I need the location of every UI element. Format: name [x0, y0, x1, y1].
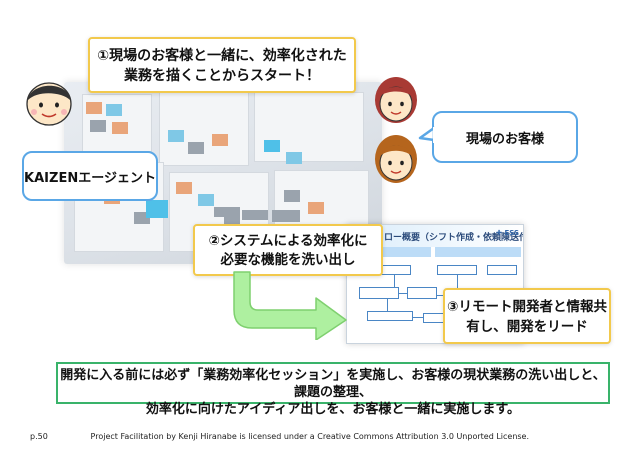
sticky-note: [168, 130, 184, 142]
sticky-note: [264, 140, 280, 152]
step3-callout: ③リモート開発者と情報共 有し、開発をリード: [443, 288, 611, 344]
paper-sheet: [159, 86, 249, 166]
flow-connector: [413, 317, 423, 318]
sticky-note: [146, 200, 168, 218]
summary-line1: 開発に入る前には必ず「業務効率化セッション」を実施し、お客様の現状業務の洗い出し…: [60, 368, 606, 400]
sticky-note: [106, 104, 122, 116]
doc-lane-header: [435, 247, 521, 257]
step1-line1: ①現場のお客様と一緒に、効率化された: [97, 48, 347, 64]
flow-connector: [437, 295, 447, 296]
step2-line2: 必要な機能を洗い出し: [220, 252, 356, 268]
flow-box: [367, 311, 413, 321]
customer-avatar-2: [372, 132, 420, 186]
agent-speech-bubble: KAIZENエージェント: [22, 151, 158, 201]
summary-line2: 効率化に向けたアイディア出しを、お客様と一緒に実施します。: [145, 402, 521, 417]
summary-box: 開発に入る前には必ず「業務効率化セッション」を実施し、お客様の現状業務の洗い出し…: [56, 362, 610, 417]
doc-title: フロー概要（シフト作成・依頼陳送付）: [347, 225, 523, 247]
flow-box: [359, 287, 399, 299]
step3-line2: 有し、開発をリード: [466, 319, 588, 335]
sticky-note: [242, 210, 268, 220]
footer: p.50 Project Facilitation by Kenji Hiran…: [30, 432, 529, 441]
sticky-note: [86, 102, 102, 114]
sticky-note: [176, 182, 192, 194]
step2-callout: ②システムによる効率化に 必要な機能を洗い出し: [193, 224, 383, 276]
step3-line1: ③リモート開発者と情報共: [447, 299, 607, 315]
page-number: p.50: [30, 432, 48, 441]
customer-face-icon: [375, 135, 417, 183]
agent-avatar: [22, 74, 76, 128]
flow-connector: [394, 275, 395, 287]
customer-avatar-1: [372, 74, 420, 126]
workshop-photo: [64, 82, 382, 264]
step1-line2: 業務を描くことからスタート！: [124, 68, 320, 84]
agent-face-icon: [26, 82, 72, 126]
doc-lane-header: [351, 247, 431, 257]
sticky-note: [198, 194, 214, 206]
flow-connector: [399, 293, 407, 294]
doc-tag: ✚ ESS: [496, 229, 519, 237]
customer-face-icon: [375, 77, 417, 123]
customer-speech-bubble: 現場のお客様: [432, 111, 578, 163]
sticky-note: [90, 120, 106, 132]
step1-callout: ①現場のお客様と一緒に、効率化された 業務を描くことからスタート！: [88, 37, 356, 93]
speech-tail-icon: [418, 126, 436, 143]
sticky-note: [112, 122, 128, 134]
sticky-note: [272, 210, 300, 222]
green-flow-arrow-icon: [233, 271, 347, 340]
sticky-note: [286, 152, 302, 164]
flow-connector: [387, 299, 388, 311]
flow-box: [437, 265, 477, 275]
customer-label: 現場のお客様: [465, 131, 544, 147]
flow-box: [487, 265, 517, 275]
flow-connector: [457, 275, 458, 289]
flow-box: [407, 287, 437, 299]
sticky-note: [284, 190, 300, 202]
agent-label: KAIZENエージェント: [24, 170, 156, 186]
license-text: Project Facilitation by Kenji Hiranabe i…: [90, 432, 530, 441]
sticky-note: [188, 142, 204, 154]
step2-line1: ②システムによる効率化に: [208, 233, 368, 249]
sticky-note: [308, 202, 324, 214]
sticky-note: [214, 207, 240, 217]
sticky-note: [212, 134, 228, 146]
